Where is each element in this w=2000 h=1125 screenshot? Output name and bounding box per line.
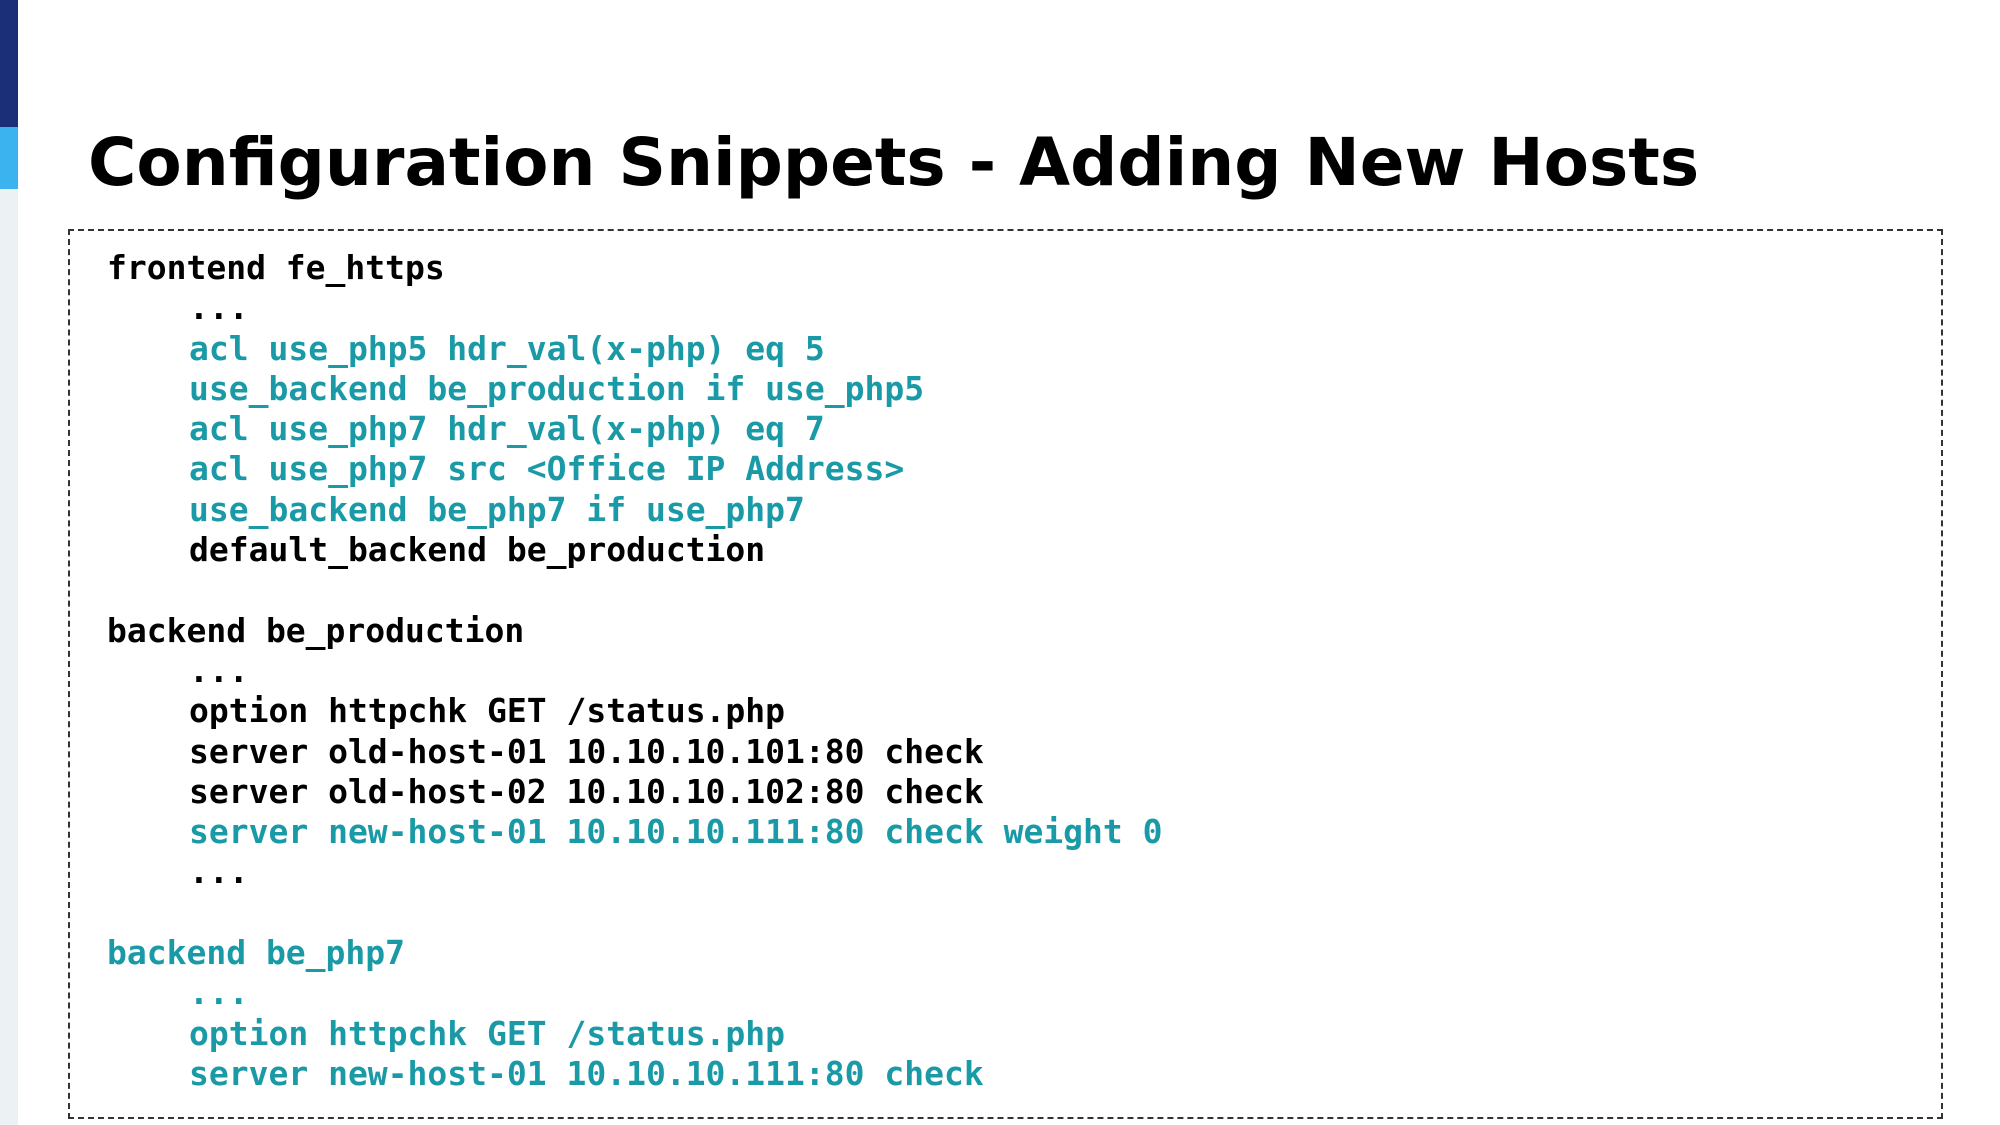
- code-line: option httpchk GET /status.php: [189, 691, 786, 731]
- code-line: default_backend be_production: [189, 530, 766, 570]
- code-line: backend be_php7: [107, 933, 406, 973]
- code-line: ...: [189, 288, 249, 328]
- code-line: use_backend be_php7 if use_php7: [189, 489, 805, 529]
- code-line: server old-host-01 10.10.10.101:80 check: [189, 731, 984, 771]
- accent-light-block: [0, 127, 18, 189]
- code-line: server new-host-01 10.10.10.111:80 check: [189, 1053, 984, 1093]
- code-blank-line: [107, 570, 1163, 610]
- code-line: ...: [189, 852, 249, 892]
- code-line: backend be_production: [107, 610, 525, 650]
- code-line: acl use_php5 hdr_val(x-php) eq 5: [189, 328, 825, 368]
- code-blank-line: [107, 893, 1163, 933]
- code-line: acl use_php7 hdr_val(x-php) eq 7: [189, 409, 825, 449]
- code-line: use_backend be_production if use_php5: [189, 368, 925, 408]
- code-snippet: frontend fe_https...acl use_php5 hdr_val…: [107, 248, 1163, 1094]
- code-line: option httpchk GET /status.php: [189, 1013, 786, 1053]
- code-line: server old-host-02 10.10.10.102:80 check: [189, 771, 984, 811]
- code-line: server new-host-01 10.10.10.111:80 check…: [189, 812, 1163, 852]
- code-line: frontend fe_https: [107, 248, 445, 287]
- accent-strip: [0, 0, 18, 1125]
- code-line: ...: [189, 973, 249, 1013]
- accent-dark-block: [0, 0, 18, 127]
- code-line: acl use_php7 src <Office IP Address>: [189, 449, 905, 489]
- code-snippet-box: [68, 229, 1943, 1119]
- slide-title: Configuration Snippets - Adding New Host…: [88, 124, 1700, 201]
- code-line: ...: [189, 650, 249, 690]
